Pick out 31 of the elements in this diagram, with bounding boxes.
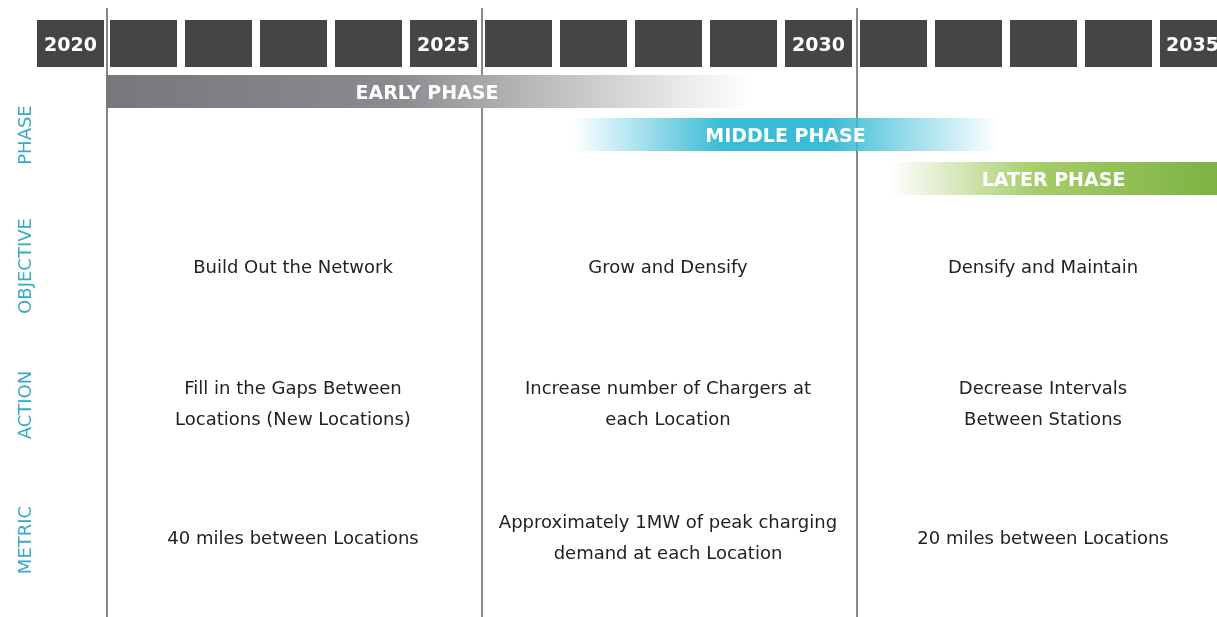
table-cell-text: Grow and Densify [587,254,749,279]
table-cell-text: 20 miles between Locations [916,525,1170,550]
tick-box [935,20,1002,67]
phase-bar: MIDDLE PHASE [573,118,998,151]
year-box: 2025 [410,20,477,67]
tick-box [710,20,777,67]
tick-box [1010,20,1077,67]
tick-box [860,20,927,67]
tick-box [485,20,552,67]
tick-box [1085,20,1152,67]
table-cell-text: Decrease Intervals Between Stations [957,376,1129,431]
row-header: OBJECTIVE [13,218,35,314]
tick-box [635,20,702,67]
table-cell-text: Densify and Maintain [946,254,1140,279]
table-cell-text: Build Out the Network [192,254,394,279]
tick-box [560,20,627,67]
row-header: METRIC [13,505,35,575]
table-cell-text: Fill in the Gaps Between Locations (New Locations) [174,376,412,431]
table-cell-text: Increase number of Chargers at each Location [523,376,813,431]
tick-box [110,20,177,67]
tick-box [260,20,327,67]
table-cell-text: Approximately 1MW of peak charging demand at each Location [497,510,839,565]
row-header: ACTION [13,370,35,440]
row-header: PHASE [13,105,35,165]
phase-bar: LATER PHASE [890,162,1217,195]
year-box: 2035 [1160,20,1217,67]
year-box: 2020 [37,20,104,67]
tick-box [335,20,402,67]
year-box: 2030 [785,20,852,67]
tick-box [185,20,252,67]
table-cell-text: 40 miles between Locations [166,525,420,550]
